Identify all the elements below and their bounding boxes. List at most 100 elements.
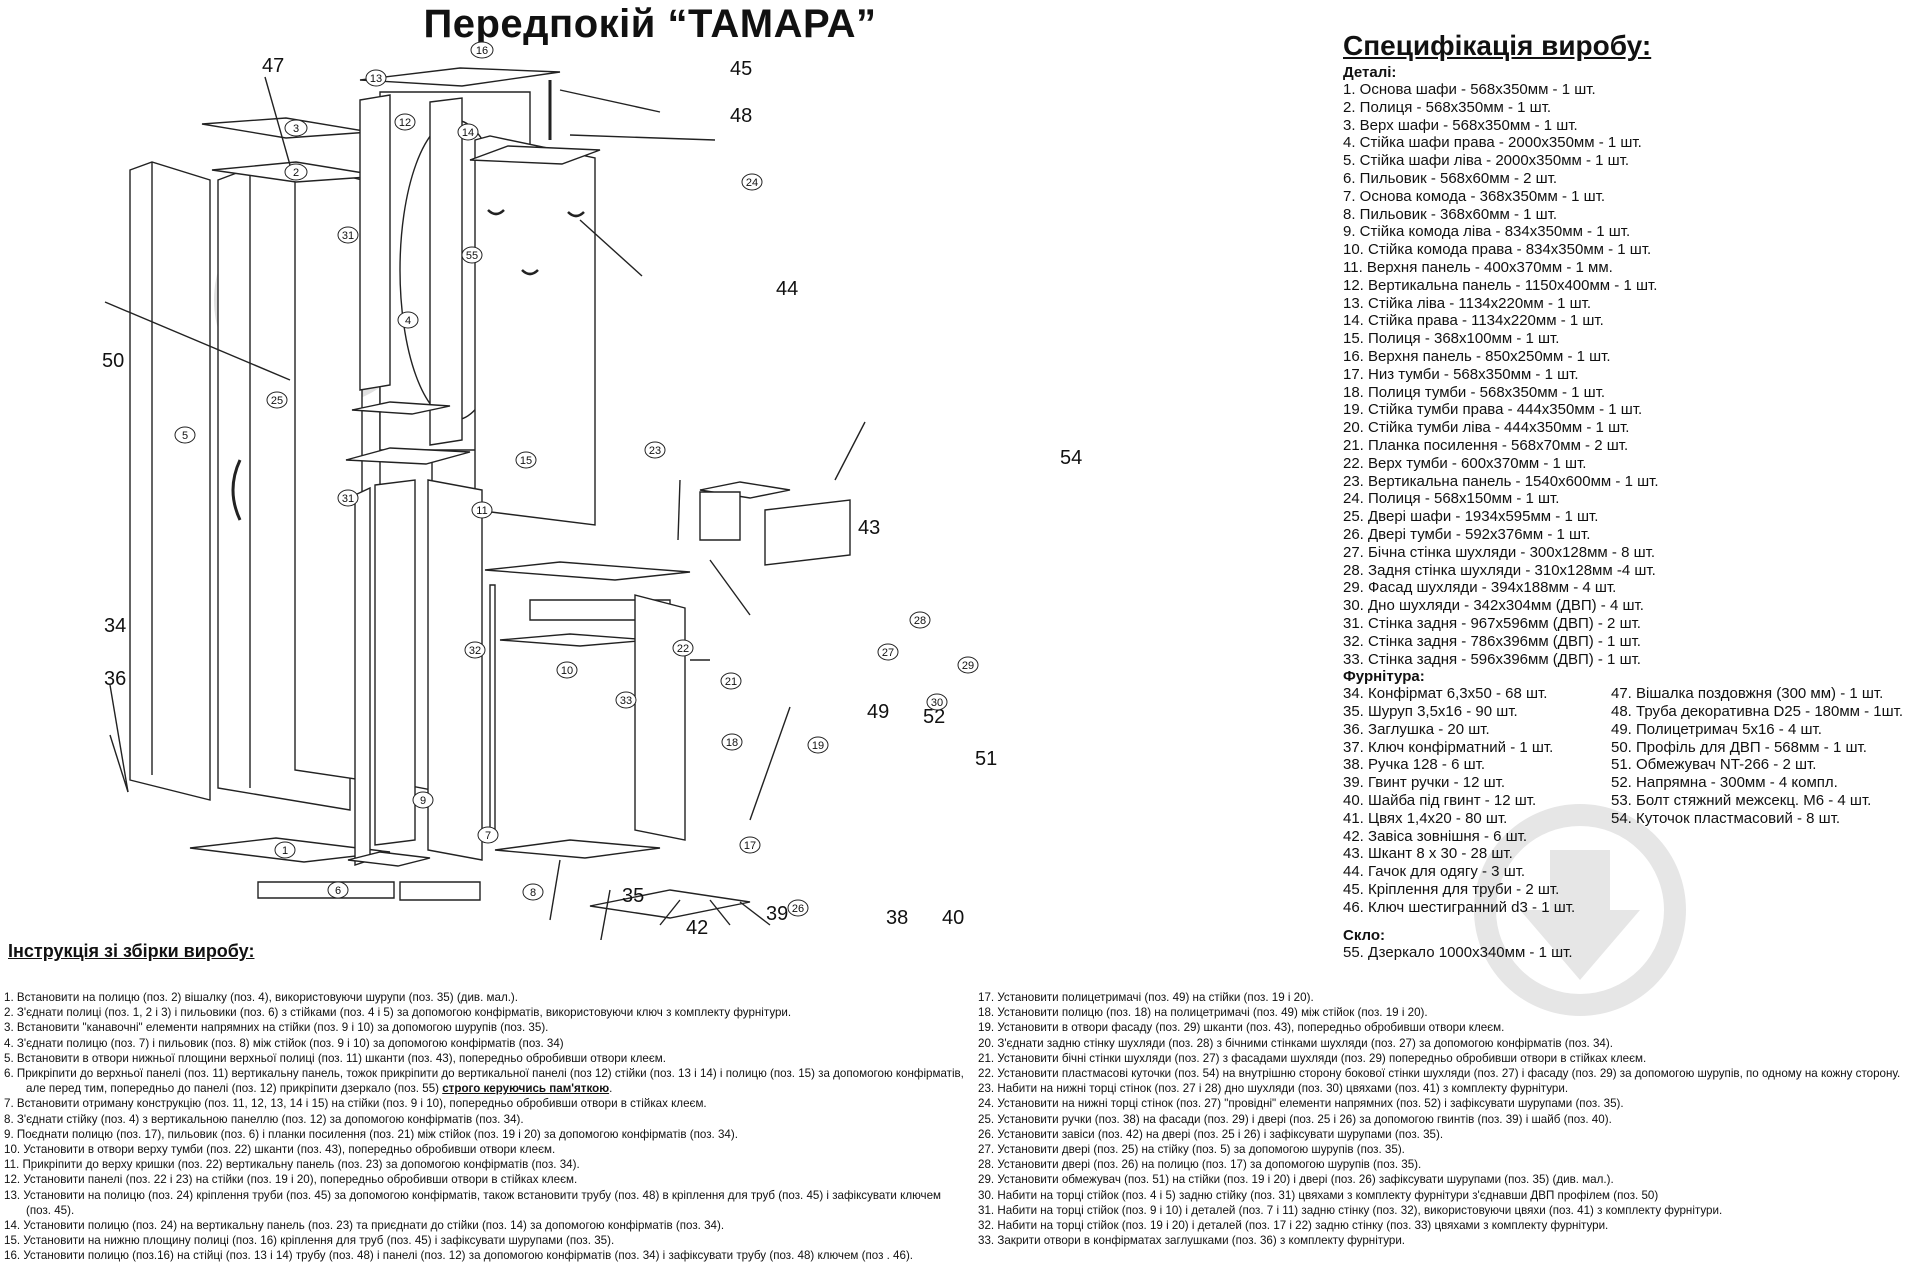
svg-text:16: 16	[476, 45, 488, 57]
svg-text:13: 13	[370, 73, 382, 85]
list-item: 13. Стійка ліва - 1134x220мм - 1 шт.	[1343, 294, 1592, 312]
instructions-heading: Інструкція зі збірки виробу:	[8, 941, 255, 961]
spec-heading: Специфікація виробу:	[1343, 30, 1652, 61]
list-item: 7. Основа комода - 368x350мм - 1 шт.	[1343, 187, 1606, 205]
callout-50: 50	[102, 350, 124, 372]
list-item: 11. Прикріпити до верху кришки (поз. 22)…	[4, 1158, 580, 1172]
list-item: 54. Куточок пластмасовий - 8 шт.	[1611, 809, 1841, 827]
list-item: 37. Ключ конфірматний - 1 шт.	[1343, 738, 1554, 756]
svg-text:6: 6	[335, 885, 341, 897]
list-item: 24. Установити на нижні торці стінок (по…	[978, 1097, 1624, 1111]
callout-52: 52	[923, 706, 945, 728]
svg-text:32: 32	[469, 645, 481, 657]
svg-text:19: 19	[812, 740, 824, 752]
list-item: 46. Ключ шестигранний d3 - 1 шт.	[1343, 898, 1576, 916]
callout-35: 35	[622, 885, 644, 907]
svg-text:27: 27	[882, 647, 894, 659]
callout-54: 54	[1060, 447, 1082, 469]
list-item: 5. Встановити в отвори нижньої площини в…	[4, 1051, 666, 1065]
list-item: 5. Стійка шафи ліва - 2000x350мм - 1 шт.	[1343, 152, 1630, 170]
callout-45: 45	[730, 58, 752, 80]
list-item: 40. Шайба під гвинт - 12 шт.	[1343, 792, 1537, 810]
list-item: 51. Обмежувач NT-266 - 2 шт.	[1611, 756, 1817, 774]
list-item: 6. Прикріпити до верхньої панелі (поз. 1…	[4, 1067, 964, 1096]
parts-heading: Деталі:	[1343, 64, 1397, 81]
list-item: 18. Установити полицю (поз. 18) на полиц…	[978, 1006, 1428, 1020]
list-item: 21. Установити бічні стінки шухляди (поз…	[978, 1051, 1647, 1065]
list-item: 4. Стійка шафи права - 2000x350мм - 1 шт…	[1343, 134, 1642, 152]
list-item: 22. Установити пластмасові куточки (поз.…	[978, 1067, 1901, 1081]
assembly-drawing: 47 45 48 44 50 54 43 49 52 51 34 36 35 4…	[102, 41, 1082, 940]
callout-34: 34	[104, 615, 126, 637]
svg-text:14: 14	[462, 127, 474, 139]
list-item: 28. Задня стінка шухляди - 310x128мм -4 …	[1343, 561, 1656, 579]
list-item: 17. Установити полицетримачі (поз. 49) н…	[978, 991, 1314, 1004]
callout-36: 36	[104, 668, 126, 690]
list-item: 23. Набити на нижні торці стінок (поз. 2…	[978, 1082, 1569, 1096]
svg-text:15: 15	[520, 455, 532, 467]
list-item: 47. Вішалка поздовжня (300 мм) - 1 шт.	[1611, 685, 1884, 703]
list-item: 4. З'єднати полицю (поз. 7) і пильовик (…	[4, 1036, 564, 1050]
list-item: 3. Встановити "канавочні" елементи напря…	[4, 1021, 549, 1035]
wardrobe-left-side	[129, 161, 211, 801]
callout-48: 48	[730, 105, 752, 127]
list-item: 42. Завіса зовнішня - 6 шт.	[1343, 827, 1528, 845]
list-item: 10. Установити в отвори верху тумби (поз…	[4, 1143, 556, 1157]
list-item: 19. Установити в отвори фасаду (поз. 29)…	[978, 1021, 1505, 1035]
svg-text:33: 33	[620, 695, 632, 707]
list-item: 1. Основа шафи - 568x350мм - 1 шт.	[1343, 81, 1596, 98]
list-item: 31. Набити на торці стійок (поз. 9 і 10)…	[978, 1203, 1723, 1217]
list-item: 41. Цвях 1,4x20 - 80 шт.	[1343, 809, 1508, 827]
list-item: 15. Полиця - 368x100мм - 1 шт.	[1343, 330, 1560, 348]
svg-text:10: 10	[561, 665, 573, 677]
list-item: 33. Закрити отвори в конфірматах заглушк…	[978, 1234, 1406, 1248]
list-item: 45. Кріплення для труби - 2 шт.	[1343, 881, 1560, 899]
list-item: 9. Стійка комода ліва - 834x350мм - 1 шт…	[1343, 223, 1631, 241]
svg-text:55: 55	[466, 250, 478, 262]
list-item: 29. Фасад шухляди - 394x188мм - 4 шт.	[1343, 579, 1617, 597]
list-item: 27. Бічна стінка шухляди - 300x128мм - 8…	[1343, 543, 1655, 561]
list-item: 25. Двері шафи - 1934x595мм - 1 шт.	[1343, 508, 1599, 526]
svg-text:24: 24	[746, 177, 758, 189]
list-item: 16. Установити полицю (поз.16) на стійці…	[4, 1249, 914, 1263]
svg-text:23: 23	[649, 445, 661, 457]
svg-text:31: 31	[342, 230, 354, 242]
callout-39: 39	[766, 903, 788, 925]
page-title: Передпокій “ТАМАРА”	[423, 2, 877, 46]
list-item: 21. Планка посилення - 568x70мм - 2 шт.	[1343, 436, 1629, 454]
list-item: 18. Полиця тумби - 568x350мм - 1 шт.	[1343, 383, 1606, 401]
list-item: 8. З'єднати стійку (поз. 4) з вертикальн…	[4, 1112, 524, 1126]
svg-text:17: 17	[744, 840, 756, 852]
svg-text:29: 29	[962, 660, 974, 672]
list-item: 24. Полиця - 568x150мм - 1 шт.	[1343, 490, 1560, 508]
list-item: 52. Напрямна - 300мм - 4 компл.	[1611, 774, 1838, 792]
svg-text:8: 8	[530, 887, 536, 899]
svg-text:30: 30	[931, 697, 943, 709]
list-item: 50. Профіль для ДВП - 568мм - 1 шт.	[1611, 738, 1867, 756]
svg-text:11: 11	[476, 505, 487, 517]
list-item: 13. Установити на полицю (поз. 24) кріпл…	[4, 1188, 941, 1217]
svg-text:31: 31	[342, 493, 354, 505]
svg-text:26: 26	[792, 903, 804, 915]
list-item: 8. Пильовик - 368x60мм - 1 шт.	[1343, 205, 1558, 223]
list-item: 49. Полицетримач 5x16 - 4 шт.	[1611, 720, 1822, 738]
list-item: 33. Стінка задня - 596x396мм (ДВП) - 1 ш…	[1343, 650, 1641, 668]
list-item: 35. Шуруп 3,5x16 - 90 шт.	[1343, 703, 1518, 721]
hardware-col-right: 47. Вішалка поздовжня (300 мм) - 1 шт. 4…	[1611, 685, 1903, 827]
instruction-6-text: 6. Прикріпити до верхньої панелі (поз. 1…	[4, 1067, 964, 1096]
list-item: 31. Стінка задня - 967x596мм (ДВП) - 2 ш…	[1343, 614, 1641, 632]
list-item: 17. Низ тумби - 568x350мм - 1 шт.	[1343, 365, 1579, 383]
instructions-right-column: 17. Установити полицетримачі (поз. 49) н…	[978, 990, 1908, 1248]
list-item: 28. Установити двері (поз. 26) на полицю…	[978, 1158, 1422, 1172]
instruction-6-emphasis: строго керуючись пам'яткою	[442, 1082, 610, 1096]
list-item: 32. Стінка задня - 786x396мм (ДВП) - 1 ш…	[1343, 632, 1641, 650]
instructions-left-column: 1. Встановити на полицю (поз. 2) вішалку…	[4, 990, 964, 1264]
list-item: 12. Установити панелі (поз. 22 і 23) на …	[4, 1173, 578, 1187]
list-item: 26. Установити завіси (поз. 42) на двері…	[978, 1127, 1444, 1141]
list-item: 23. Вертикальна панель - 1540x600мм - 1 …	[1343, 472, 1659, 490]
list-item: 44. Гачок для одягу - 3 шт.	[1343, 863, 1526, 881]
list-item: 27. Установити двері (поз. 25) на стійку…	[978, 1143, 1405, 1157]
list-item: 14. Установити полицю (поз. 24) на верти…	[4, 1219, 725, 1233]
callout-40: 40	[942, 907, 964, 929]
hardware-heading: Фурнітура:	[1343, 668, 1425, 686]
